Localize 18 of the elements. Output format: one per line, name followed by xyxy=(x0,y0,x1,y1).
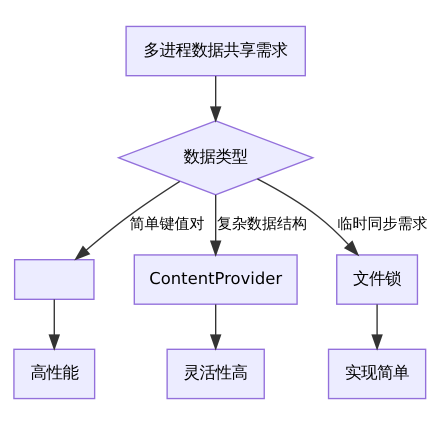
arrow xyxy=(210,304,222,351)
arrow xyxy=(210,194,222,257)
node-box: 多进程数据共享需求 xyxy=(125,26,306,76)
arrow xyxy=(48,299,60,351)
node-box: 实现简单 xyxy=(328,348,426,400)
node-box: ContentProvider xyxy=(134,254,298,305)
edge-label: 临时同步需求 xyxy=(338,214,428,233)
node-box xyxy=(14,259,95,300)
node-box: 高性能 xyxy=(13,348,96,400)
arrow xyxy=(74,180,180,261)
node-box: 文件锁 xyxy=(336,254,418,305)
arrow xyxy=(257,178,360,256)
node-box: 灵活性高 xyxy=(166,348,265,400)
edge-label: 复杂数据结构 xyxy=(217,214,308,233)
node-diamond: 数据类型 xyxy=(116,120,315,196)
arrow xyxy=(371,304,383,351)
edge-label: 简单键值对 xyxy=(130,214,205,233)
arrow xyxy=(210,76,222,123)
